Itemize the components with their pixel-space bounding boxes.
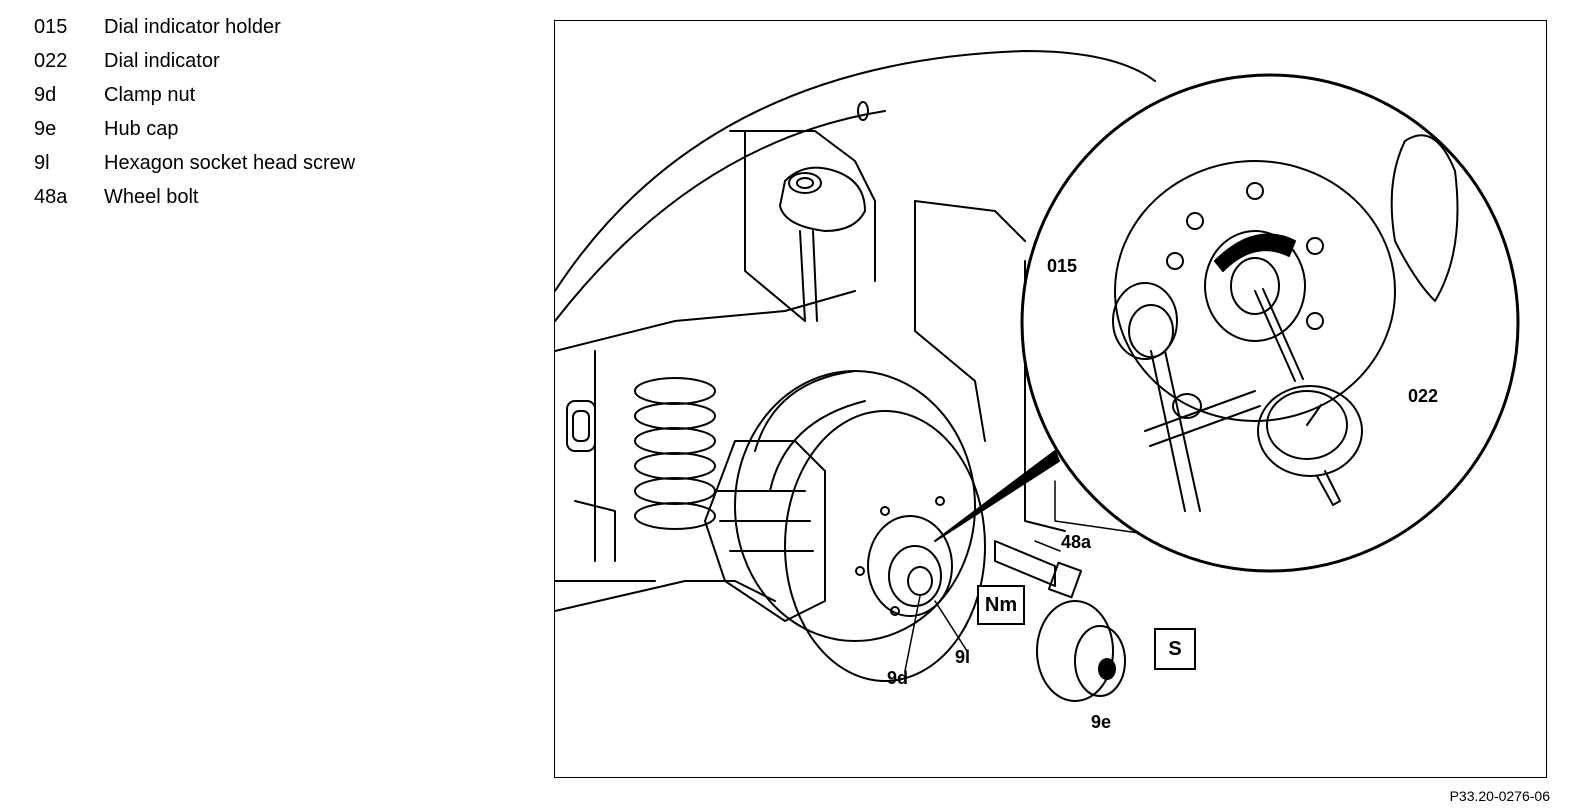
inset-rotation-arrow [1214, 233, 1296, 272]
legend-description: Dial indicator holder [104, 15, 281, 38]
leader-line-9l [934, 600, 968, 652]
strut-mount-bolt-inner [796, 177, 814, 189]
inset-hub-inner [1230, 257, 1280, 315]
brake-disc-outer [784, 410, 986, 682]
callout-9d: 9d [887, 668, 909, 688]
inset-hub [1204, 230, 1306, 342]
strut-mount [779, 166, 866, 232]
legend-code: 9l [34, 151, 50, 174]
wheel-bolt-head [1047, 561, 1083, 599]
inset-body-detail [1390, 134, 1459, 302]
inset-bolt-hole [1306, 312, 1324, 330]
legend-code: 022 [34, 49, 68, 72]
bolt-hole [880, 506, 890, 516]
legend-code: 015 [34, 15, 68, 38]
special-tool-symbol: S [1154, 628, 1196, 670]
callout-48a: 48a [1061, 532, 1092, 552]
legend-description: Wheel bolt [104, 185, 199, 208]
body-panel [914, 200, 1026, 242]
wheel-arch-inner [555, 110, 886, 322]
callout-9l: 9l [955, 647, 971, 667]
inset-holder-base [1112, 282, 1178, 360]
detail-inset [1112, 134, 1459, 512]
callout-015: 015 [1047, 256, 1078, 276]
inset-dial-needle [1306, 404, 1322, 426]
inset-bolt-hole [1166, 252, 1184, 270]
legend-description: Hexagon socket head screw [104, 151, 356, 174]
torque-symbol: Nm [977, 585, 1025, 625]
inset-clamp [1172, 393, 1202, 419]
legend-item: 9e Hub cap [34, 112, 454, 146]
hub-cap-shell [1036, 600, 1114, 702]
bracket-hole [857, 101, 869, 121]
body-panel [744, 130, 806, 322]
legend-item: 48a Wheel bolt [34, 180, 454, 214]
inset-dial-gauge [1257, 385, 1363, 477]
wheel-bolt [994, 540, 1056, 587]
brake-caliper-detail [714, 490, 814, 552]
callout-9e: 9e [1091, 712, 1112, 732]
inset-bolt-hole [1306, 237, 1324, 255]
legend-description: Dial indicator [104, 49, 220, 72]
strut-mount-bolt [788, 172, 822, 194]
inset-dial-foot [1316, 470, 1341, 506]
legend-item: 9l Hexagon socket head screw [34, 146, 454, 180]
technical-illustration: 015 022 9d 9l 48a 9e Nm S [554, 20, 1547, 778]
callout-022: 022 [1408, 386, 1439, 406]
hub-centre [907, 566, 933, 596]
legend-code: 9e [34, 117, 57, 140]
brake-disc-edge [754, 370, 866, 492]
body-panel [555, 290, 856, 352]
legend-item: 022 Dial indicator [34, 44, 454, 78]
inset-dial-face [1266, 390, 1348, 460]
legend-item: 015 Dial indicator holder [34, 10, 454, 44]
wheel-hub-drawing [555, 50, 1520, 702]
inset-bolt-hole [1186, 212, 1204, 230]
legend-description: Hub cap [104, 117, 179, 140]
body-panel [555, 350, 656, 582]
strut-rod [799, 230, 818, 322]
body-panel [914, 200, 986, 442]
body-bracket [566, 400, 596, 452]
legend-description: Clamp nut [104, 83, 196, 106]
wheel-arch-outline [555, 50, 1156, 292]
brake-caliper [704, 440, 826, 622]
inset-bolt-hole [1246, 182, 1264, 200]
inset-holder-rod [1150, 350, 1201, 512]
bolt-hole [855, 566, 865, 576]
bolt-hole [890, 606, 900, 616]
body-panel [729, 130, 876, 282]
legend-code: 9d [34, 83, 57, 106]
leader-line-48a [1034, 540, 1061, 552]
hub-cap-centre [1098, 658, 1116, 680]
wheel-hub [867, 515, 953, 617]
inset-dial-stem [1254, 288, 1304, 382]
legend-item: 9d Clamp nut [34, 78, 454, 112]
legend-code: 48a [34, 185, 68, 208]
leader-line-9d [904, 595, 921, 672]
figure-reference-code: P33.20-0276-06 [1449, 788, 1550, 804]
legend-list: 015 Dial indicator holder 022 Dial indic… [34, 10, 454, 214]
inset-holder-top [1128, 304, 1174, 358]
hub-cap-front [1074, 625, 1126, 697]
body-bracket-inner [572, 410, 590, 442]
lower-arm [574, 500, 616, 562]
brake-disc-back [734, 370, 976, 642]
inset-disc [1114, 160, 1396, 422]
coil-spring [634, 377, 716, 530]
lower-arm [555, 580, 776, 612]
bolt-hole [935, 496, 945, 506]
magnifier-pointer [934, 450, 1060, 542]
hub-flange [888, 545, 942, 607]
